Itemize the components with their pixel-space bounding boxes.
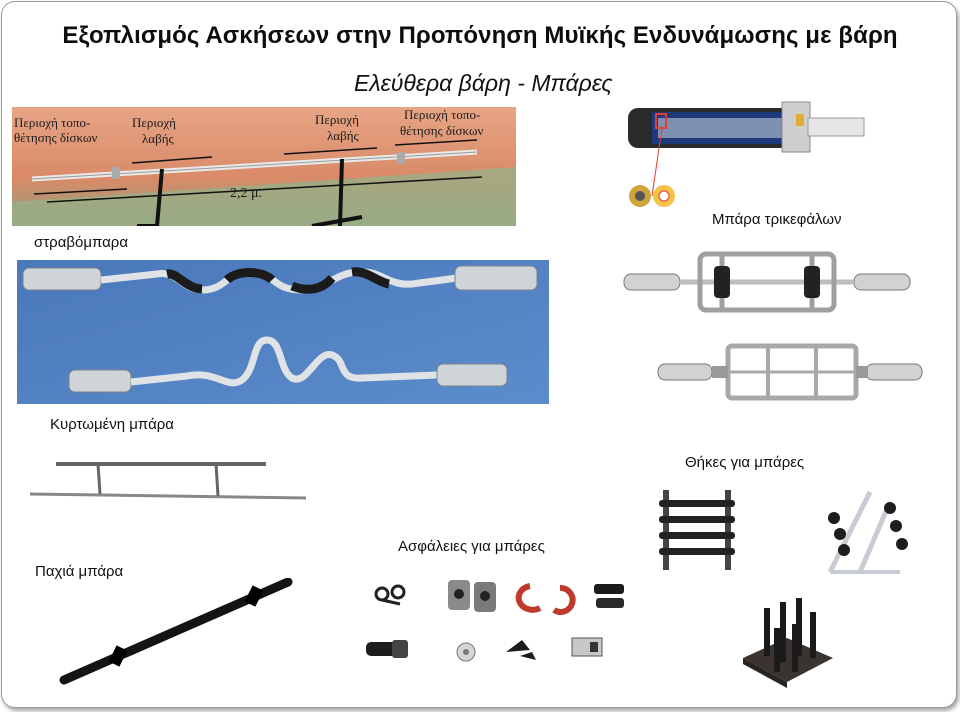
plate-zone-right-line2: θέτησης δίσκων (400, 123, 484, 138)
curved-bar-photo (28, 458, 310, 504)
grip-zone-right-line2: λαβής (327, 128, 360, 143)
plate-zone-left-line2: θέτησης δίσκων (14, 130, 98, 145)
grip-zone-left-line1: Περιοχή (132, 115, 176, 130)
bar-rack-photo-1 (655, 486, 739, 572)
plate-zone-left-line1: Περιοχή τοπο- (14, 115, 90, 130)
racks-label: Θήκες για μπάρες (685, 454, 805, 471)
curved-bar-label: Κυρτωμένη μπάρα (50, 416, 174, 433)
collars-photo-row-1 (370, 574, 634, 620)
thick-bar-photo (58, 578, 294, 686)
bar-stand-photo (737, 588, 837, 688)
thick-bar-label: Παχιά μπάρα (35, 563, 124, 580)
bar-length-label: 2,2 μ. (230, 186, 262, 201)
barbell-zones-photo: Περιοχή τοπο- θέτησης δίσκων Περιοχή λαβ… (12, 107, 516, 226)
grip-zone-left-line2: λαβής (142, 131, 175, 146)
bar-rack-photo-2 (820, 488, 912, 574)
triceps-bar-label: Μπάρα τρικεφάλων (712, 211, 842, 228)
collars-photo-row-2 (362, 632, 618, 666)
triceps-bar-photo-1 (622, 246, 912, 320)
collars-label: Ασφάλειες για μπάρες (398, 538, 545, 555)
slide-subtitle: Ελεύθερα βάρη - Μπάρες (354, 70, 613, 96)
triceps-bar-photo-2 (656, 340, 926, 404)
curl-bar-label: στραβόμπαρα (34, 234, 129, 251)
bar-sleeve-diagram (622, 98, 868, 214)
ez-curl-bar-photo (17, 260, 549, 404)
plate-zone-right-line1: Περιοχή τοπο- (404, 107, 480, 122)
slide-title: Εξοπλισμός Ασκήσεων στην Προπόνηση Μυϊκή… (62, 22, 898, 49)
grip-zone-right-line1: Περιοχή (315, 112, 359, 127)
